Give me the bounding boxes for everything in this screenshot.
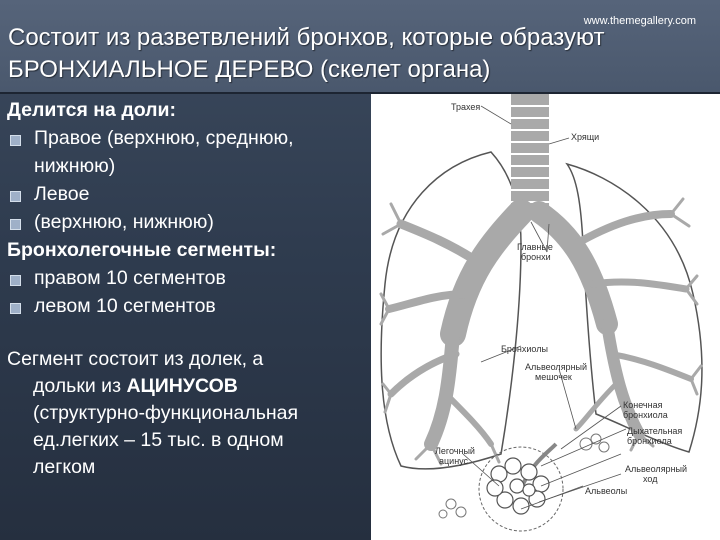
- label-alveoli: Альвеолы: [585, 486, 628, 496]
- label-main-bronchi-1: Главные: [517, 242, 553, 252]
- acinus-line-2: дольки из АЦИНУСОВ: [7, 373, 367, 400]
- bullet-left-lobe: Левое: [7, 180, 367, 208]
- lobes-heading: Делится на доли:: [7, 99, 176, 121]
- label-leader-lines: [462, 105, 627, 510]
- bullet-right-lobe: Правое (верхнюю, среднюю, нижнюю): [7, 124, 367, 180]
- acinus-detail: [438, 433, 610, 532]
- acinus-bold-term: АЦИНУСОВ: [126, 375, 238, 397]
- label-alveolar-sac-1: Альвеолярный: [525, 362, 588, 372]
- bullet-right-segments: правом 10 сегментов: [7, 264, 367, 292]
- bullet-square-icon: [10, 135, 21, 146]
- bullet-square-icon: [10, 275, 21, 286]
- label-main-bronchi-2: бронхи: [521, 252, 551, 262]
- small-bronchioles: [379, 197, 703, 466]
- acinus-line-3: (структурно-функциональная: [33, 402, 299, 424]
- label-terminal-1: Конечная: [623, 400, 663, 410]
- label-alveolar-duct-1: Альвеолярный: [625, 464, 688, 474]
- acinus-line-1: Сегмент состоит из долек, а: [7, 348, 264, 370]
- label-acinus-2: ацинус: [439, 456, 469, 466]
- right-segments: правом 10 сегментов: [34, 267, 226, 289]
- bullet-square-icon: [10, 219, 21, 230]
- label-bronchiole: Бронхиолы: [501, 344, 548, 354]
- label-alveolar-sac-2: мешочек: [535, 372, 572, 382]
- bullet-square-icon: [10, 191, 21, 202]
- bronchial-tree-figure: Трахея Хрящи Главные бронхи Бронхиолы Ал…: [371, 94, 720, 540]
- label-respiratory-1: Дыхательная: [627, 426, 683, 436]
- acinus-line-5: легком: [33, 456, 96, 478]
- left-segments: левом 10 сегментов: [34, 295, 216, 317]
- bronchial-tree-illustration: [379, 94, 703, 532]
- watermark: www.themegallery.com: [583, 15, 696, 27]
- label-terminal-2: бронхиола: [623, 410, 668, 420]
- acinus-line-4: ед.легких – 15 тыс. в одном: [33, 429, 284, 451]
- body-text: Делится на доли: Правое (верхнюю, средню…: [7, 96, 367, 481]
- slide-title-line-1: Состоит из разветвлений бронхов, которые…: [8, 24, 605, 51]
- left-lobe-detail: (верхнюю, нижнюю): [34, 211, 214, 233]
- label-respiratory-2: бронхиола: [627, 436, 672, 446]
- label-acinus-1: Легочный: [435, 446, 475, 456]
- segments-heading: Бронхолегочные сегменты:: [7, 239, 277, 261]
- bullet-left-lobe-detail: (верхнюю, нижнюю): [7, 208, 367, 236]
- bullet-left-segments: левом 10 сегментов: [7, 292, 367, 320]
- label-alveolar-duct-2: ход: [643, 474, 658, 484]
- left-lobe: Левое: [34, 183, 90, 205]
- slide-title-line-2: БРОНХИАЛЬНОЕ ДЕРЕВО (скелет органа): [8, 56, 491, 83]
- acinus-paragraph: Сегмент состоит из долек, а дольки из АЦ…: [7, 346, 367, 481]
- right-lobe-line-1: Правое (верхнюю, среднюю,: [34, 127, 294, 149]
- label-rings: Хрящи: [571, 132, 600, 142]
- title-band: [0, 0, 720, 94]
- bronchi-branches: [385, 199, 694, 451]
- bullet-square-icon: [10, 303, 21, 314]
- right-lobe-line-2: нижнюю): [34, 155, 116, 177]
- label-trachea: Трахея: [451, 102, 481, 112]
- acinus-line-2-prefix: дольки из: [33, 375, 127, 397]
